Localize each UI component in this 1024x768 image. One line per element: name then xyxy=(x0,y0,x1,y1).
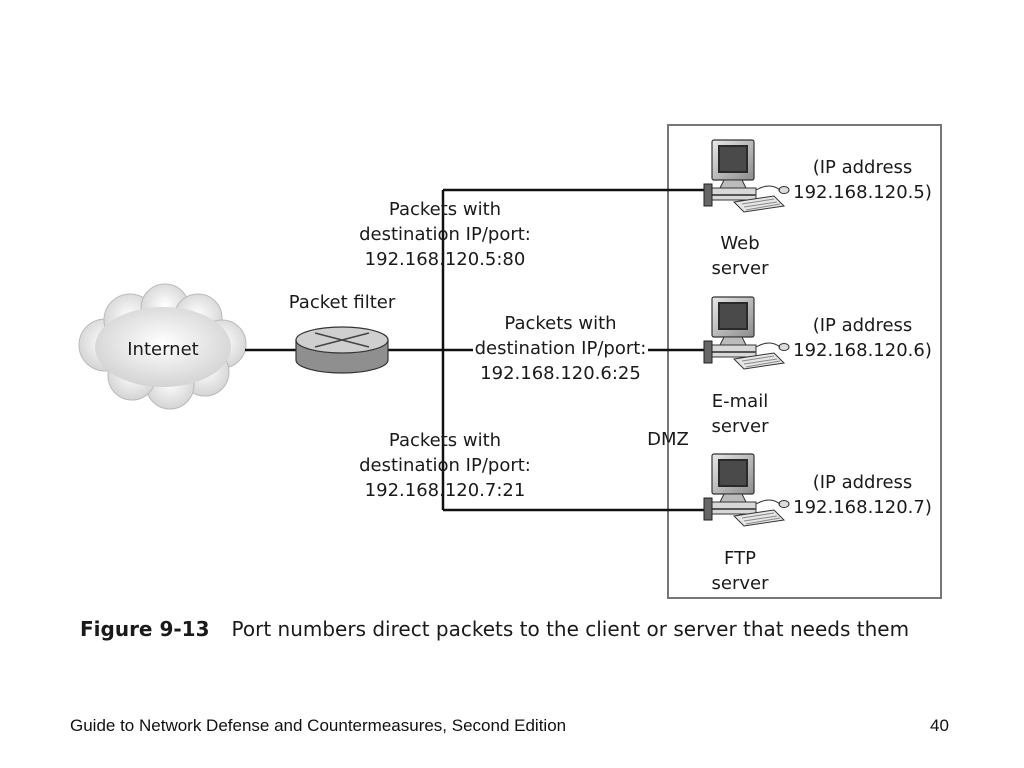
internet-label: Internet xyxy=(127,339,199,360)
figure-caption-text: Port numbers direct packets to the clien… xyxy=(231,617,910,641)
figure-number: Figure 9-13 xyxy=(80,617,210,641)
packet-filter-router-icon xyxy=(295,326,389,374)
footer-title: Guide to Network Defense and Countermeas… xyxy=(70,716,567,735)
web-server-computer-icon xyxy=(703,139,790,213)
figure-caption: Figure 9-13 Port numbers direct packets t… xyxy=(80,617,909,641)
dmz-label: DMZ xyxy=(647,429,689,450)
ftp-server-computer-icon xyxy=(703,453,790,527)
packet-filter-label: Packet filter xyxy=(288,292,396,313)
internet-cloud-icon xyxy=(78,283,247,410)
dmz-box xyxy=(667,124,942,599)
email-server-computer-icon xyxy=(703,296,790,370)
page-number: 40 xyxy=(930,716,949,735)
